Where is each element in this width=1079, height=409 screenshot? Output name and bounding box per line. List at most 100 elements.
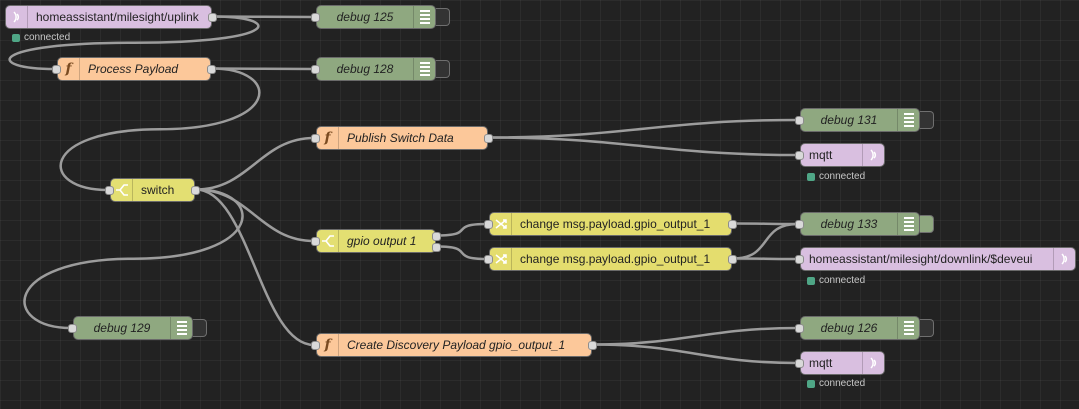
- status-dot-icon: [807, 276, 815, 285]
- output-port[interactable]: [484, 134, 493, 143]
- node-label: mqtt: [809, 356, 833, 370]
- input-port[interactable]: [311, 134, 320, 143]
- wire-gpio_output_1-to-change_1[interactable]: [436, 222, 488, 237]
- input-port[interactable]: [105, 186, 114, 195]
- output-port-2[interactable]: [432, 243, 441, 252]
- node-label: switch: [141, 183, 175, 197]
- debug-node-133[interactable]: debug 133: [795, 212, 934, 236]
- node-label: gpio output 1: [347, 234, 417, 248]
- wire-change_2-to-mqtt_out_downlink[interactable]: [732, 257, 799, 261]
- wire-publish_switch-to-debug131[interactable]: [488, 118, 799, 139]
- debug-toggle-button[interactable]: [436, 60, 450, 78]
- input-port[interactable]: [795, 220, 804, 229]
- change-icon: [490, 248, 512, 270]
- wire-switch-to-create_discovery[interactable]: [195, 188, 315, 347]
- node-label: debug 133: [820, 217, 878, 231]
- input-port[interactable]: [311, 341, 320, 350]
- node-label: Create Discovery Payload gpio_output_1: [347, 338, 566, 352]
- debug-node-129[interactable]: debug 129: [68, 316, 207, 340]
- input-port[interactable]: [52, 65, 61, 74]
- status-dot-icon: [807, 379, 815, 388]
- debug-bars-icon: [413, 58, 435, 80]
- input-port[interactable]: [311, 65, 320, 74]
- switch-icon: [111, 179, 133, 201]
- debug-toggle-button[interactable]: [193, 319, 207, 337]
- wire-create_discovery-to-mqtt_out_2[interactable]: [592, 343, 799, 365]
- node-label: Process Payload: [88, 62, 179, 76]
- node-label: homeassistant/milesight/uplink: [36, 10, 199, 24]
- wire-change_2-to-debug133[interactable]: [732, 222, 799, 260]
- input-port[interactable]: [795, 324, 804, 333]
- switch-node[interactable]: switch: [105, 178, 200, 202]
- status-connected: connected: [807, 171, 865, 182]
- debug-toggle-button[interactable]: [920, 215, 934, 233]
- output-port[interactable]: [728, 220, 737, 229]
- function-node-process-payload[interactable]: f Process Payload: [52, 57, 216, 81]
- status-dot-icon: [807, 172, 815, 181]
- input-port[interactable]: [311, 13, 320, 22]
- node-label: debug 128: [336, 62, 394, 76]
- input-port[interactable]: [311, 237, 320, 246]
- wire-publish_switch-to-mqtt_out_1[interactable]: [488, 136, 799, 157]
- output-port[interactable]: [588, 341, 597, 350]
- function-icon: f: [317, 127, 339, 149]
- input-port[interactable]: [795, 255, 804, 264]
- output-port[interactable]: [191, 186, 200, 195]
- node-label: change msg.payload.gpio_output_1: [520, 217, 711, 231]
- wire-switch-to-debug129[interactable]: [23, 188, 244, 330]
- output-port-1[interactable]: [432, 232, 441, 241]
- function-node-publish-switch-data[interactable]: f Publish Switch Data: [311, 126, 493, 150]
- debug-bars-icon: [413, 6, 435, 28]
- debug-node-131[interactable]: debug 131: [795, 108, 934, 132]
- mqtt-out-node[interactable]: mqtt: [795, 143, 885, 167]
- debug-node-126[interactable]: debug 126: [795, 316, 934, 340]
- debug-bars-icon: [897, 213, 919, 235]
- debug-toggle-button[interactable]: [920, 111, 934, 129]
- wire-gpio_output_1-to-change_2[interactable]: [436, 245, 488, 261]
- node-label: mqtt: [809, 148, 833, 162]
- wire-process_payload-to-switch[interactable]: [59, 67, 261, 192]
- input-port[interactable]: [68, 324, 77, 333]
- node-label: debug 129: [93, 321, 151, 335]
- input-port[interactable]: [484, 220, 493, 229]
- wire-mqtt_in_uplink-to-process_payload[interactable]: [8, 15, 260, 71]
- status-connected: connected: [12, 32, 70, 43]
- input-port[interactable]: [795, 116, 804, 125]
- node-label: debug 126: [820, 321, 878, 335]
- debug-bars-icon: [897, 317, 919, 339]
- wire-switch-to-publish_switch[interactable]: [195, 136, 315, 191]
- function-icon: f: [58, 58, 80, 80]
- status-dot-icon: [12, 33, 20, 42]
- input-port[interactable]: [484, 255, 493, 264]
- debug-toggle-button[interactable]: [436, 8, 450, 26]
- output-port[interactable]: [208, 13, 217, 22]
- debug-bars-icon: [897, 109, 919, 131]
- change-node-2[interactable]: change msg.payload.gpio_output_1: [484, 247, 737, 271]
- output-port[interactable]: [207, 65, 216, 74]
- change-icon: [490, 213, 512, 235]
- change-node-1[interactable]: change msg.payload.gpio_output_1: [484, 212, 737, 236]
- mqtt-icon: [1053, 248, 1075, 270]
- node-label: homeassistant/milesight/downlink/$deveui: [809, 252, 1033, 266]
- input-port[interactable]: [795, 151, 804, 160]
- output-port[interactable]: [728, 255, 737, 264]
- mqtt-icon: [862, 352, 884, 374]
- debug-toggle-button[interactable]: [920, 319, 934, 337]
- function-icon: f: [317, 334, 339, 356]
- input-port[interactable]: [795, 359, 804, 368]
- mqtt-icon: [6, 6, 28, 28]
- node-label: change msg.payload.gpio_output_1: [520, 252, 711, 266]
- switch-node-gpio-output-1[interactable]: gpio output 1: [311, 229, 441, 253]
- debug-node-128[interactable]: debug 128: [311, 57, 450, 81]
- status-connected: connected: [807, 275, 865, 286]
- wire-create_discovery-to-debug126[interactable]: [592, 326, 799, 346]
- mqtt-out-node[interactable]: mqtt: [795, 351, 885, 375]
- mqtt-out-node-downlink[interactable]: homeassistant/milesight/downlink/$deveui: [795, 247, 1076, 271]
- function-node-create-discovery-payload[interactable]: f Create Discovery Payload gpio_output_1: [311, 333, 597, 357]
- node-label: debug 131: [820, 113, 878, 127]
- mqtt-in-node-uplink[interactable]: homeassistant/milesight/uplink: [5, 5, 217, 29]
- debug-node-125[interactable]: debug 125: [311, 5, 450, 29]
- mqtt-icon: [862, 144, 884, 166]
